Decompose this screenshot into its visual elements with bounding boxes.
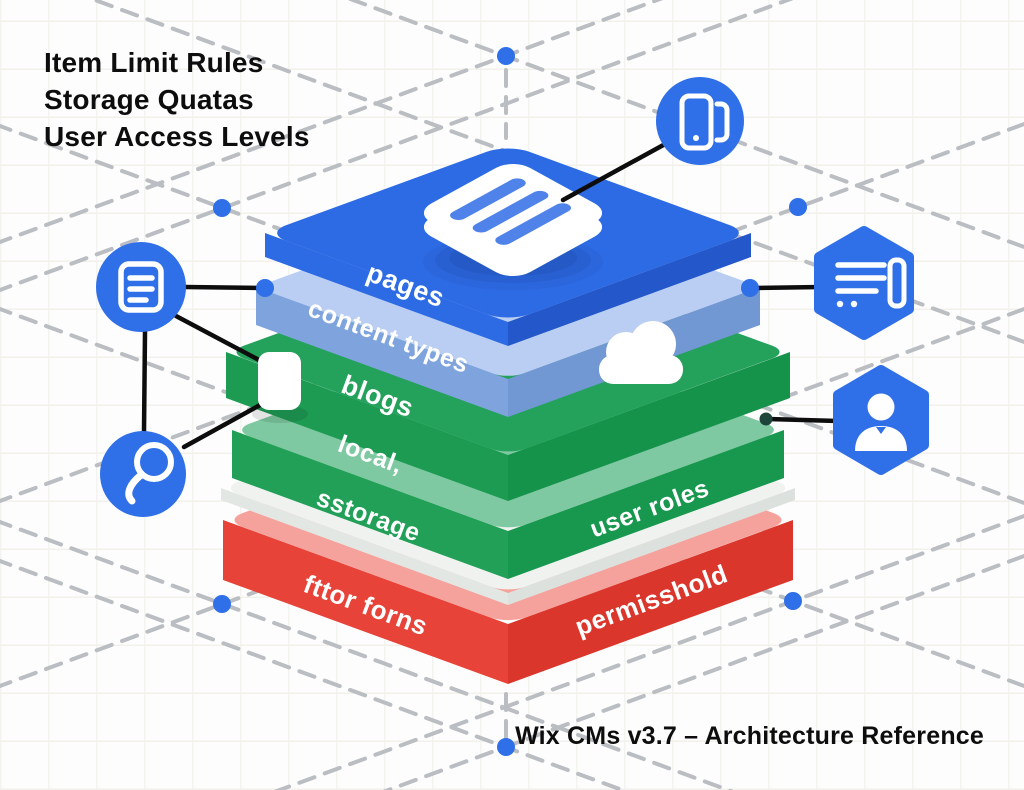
connector-lines [141, 140, 841, 450]
diagram-title: Item Limit Rules Storage Quatas User Acc… [44, 44, 310, 155]
mobile-device-icon [656, 77, 744, 165]
layer-stack [221, 148, 795, 684]
user-icon [833, 365, 929, 475]
node-dots [213, 47, 807, 756]
article-icon [96, 242, 186, 332]
document-tile-icon [423, 164, 603, 290]
list-device-icon [814, 226, 914, 340]
card-node [252, 352, 308, 423]
title-line-2: Storage Quatas [44, 84, 254, 115]
cloud-icon [599, 321, 683, 384]
diagram-caption: Wix CMs v3.7 – Architecture Reference [515, 722, 984, 750]
title-line-1: Item Limit Rules [44, 47, 264, 78]
title-line-3: User Access Levels [44, 121, 310, 152]
search-icon [100, 431, 186, 517]
